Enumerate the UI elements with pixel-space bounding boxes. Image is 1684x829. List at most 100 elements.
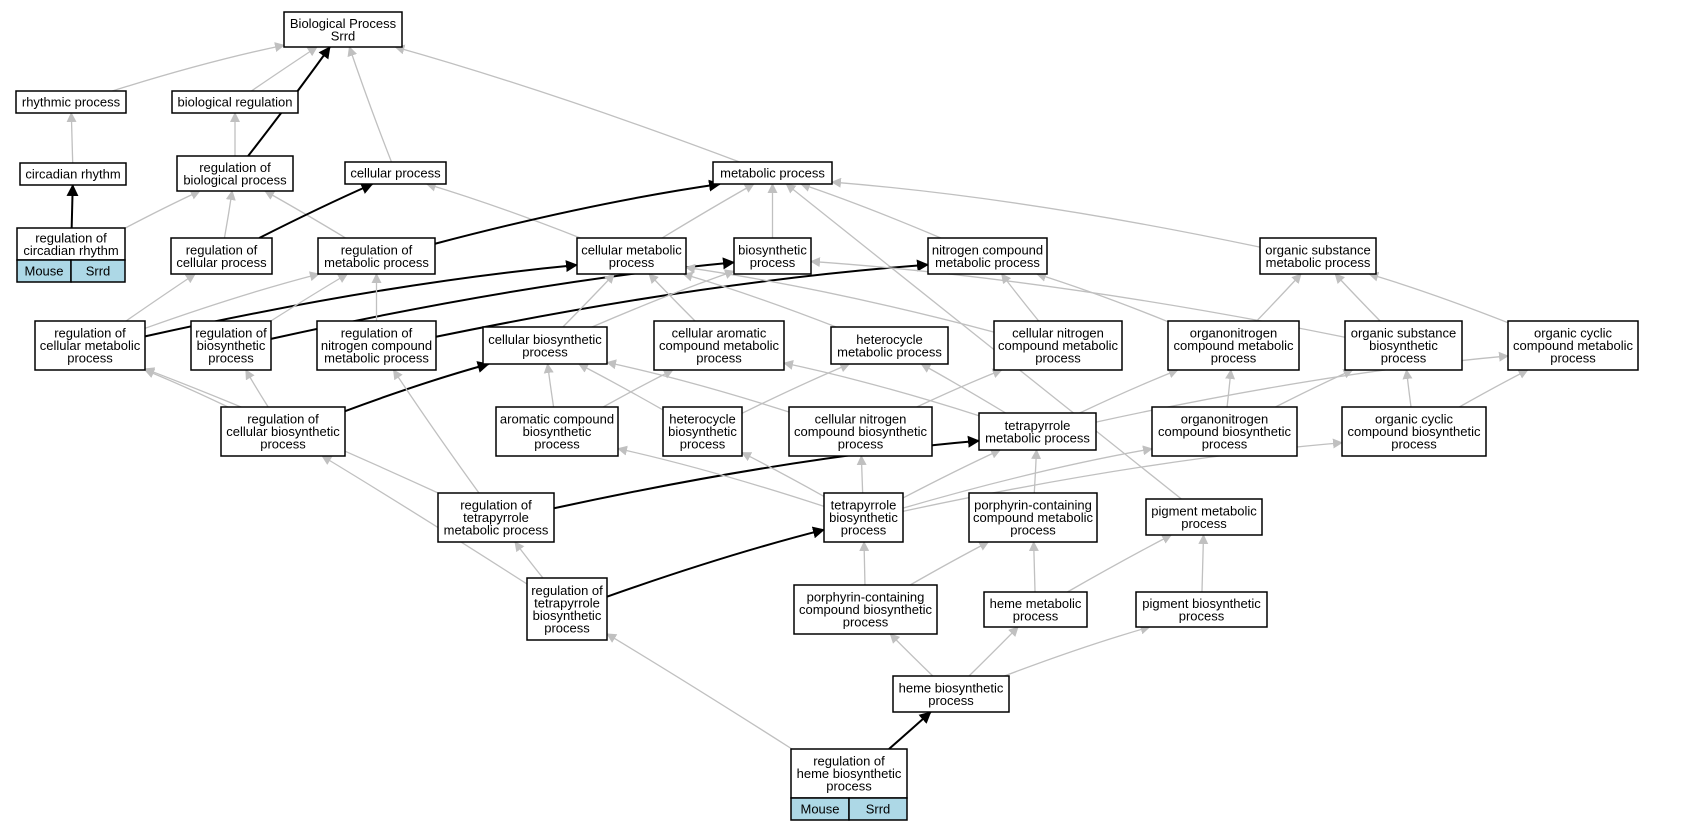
node-box	[437, 492, 555, 543]
edge-hetero_bio-to-hetero_met	[741, 362, 851, 414]
node-label-line: regulation of	[247, 412, 319, 427]
node-label-line: regulation of	[54, 326, 126, 341]
edge-tetra_bio-to-orgnitro_bio	[902, 445, 1153, 509]
node-box	[344, 161, 447, 185]
edge-orgsub_met-to-metproc	[831, 177, 1261, 248]
node-box	[317, 237, 436, 275]
node-label-line: process	[522, 344, 568, 359]
node-cellproc[interactable]: cellular process	[344, 161, 447, 185]
node-label-line: cellular metabolic	[581, 242, 682, 257]
node-label-line: pigment biosynthetic	[1142, 596, 1261, 611]
node-label-line: tetrapyrrole	[831, 498, 897, 513]
node-label-line: process	[1179, 608, 1225, 623]
node-box	[653, 320, 785, 371]
edge-reg_tetra_bio-to-reg_tetra	[514, 541, 544, 579]
edge-tetra_met-to-cell_arom	[783, 360, 980, 417]
edge-heme_met-to-pigment_met	[1067, 534, 1173, 593]
edge-orgnitro_met-to-orgsub_met	[1256, 273, 1302, 322]
node-label-line: process	[1391, 437, 1437, 452]
edge-layer	[66, 42, 1529, 750]
node-label-line: heme metabolic	[990, 596, 1082, 611]
node-box	[190, 320, 272, 371]
node-label-line: tetrapyrrole	[463, 510, 529, 525]
edge-reg_metproc-to-reg_bioproc	[264, 190, 346, 239]
edge-orgnitro_bio-to-orgnitro_met	[1225, 369, 1236, 408]
edge-porph_bio-to-porph_met	[909, 541, 990, 586]
node-metproc[interactable]: metabolic process	[712, 161, 833, 185]
node-label-line: biosynthetic	[829, 510, 898, 525]
node-label-line: process	[1550, 351, 1596, 366]
node-label-line: compound metabolic	[1174, 338, 1294, 353]
node-box	[176, 155, 294, 192]
node-bioreg[interactable]: biological regulation	[171, 90, 299, 114]
node-box	[712, 161, 833, 185]
node-label-line: biosynthetic	[738, 242, 807, 257]
edge-bioreg-to-root	[251, 46, 318, 92]
node-label-line: cellular biosynthetic	[488, 332, 602, 347]
node-label-line: nitrogen compound	[932, 242, 1043, 257]
edge-reg_heme-to-heme_bio	[888, 711, 932, 750]
node-label-line: organonitrogen	[1181, 412, 1268, 427]
edge-porph_bio-to-tetra_bio	[859, 541, 870, 586]
node-rhythmic[interactable]: rhythmic process	[15, 90, 127, 114]
node-label-line: process	[928, 693, 974, 708]
node-box	[978, 412, 1097, 451]
edge-cell_biosyn-to-cellmet	[562, 273, 615, 328]
node-label-line: compound metabolic	[973, 510, 1093, 525]
node-label-line: Biological Process	[290, 16, 397, 31]
node-label-line: rhythmic process	[22, 95, 121, 110]
edge-heme_bio-to-pigment_bio	[1004, 624, 1151, 677]
node-circadian[interactable]: circadian rhythm	[19, 162, 127, 186]
edge-metproc-to-root	[394, 44, 740, 163]
node-box	[1507, 320, 1639, 371]
organism-tag-label: Srrd	[86, 264, 111, 279]
node-label-line: aromatic compound	[500, 412, 614, 427]
node-reg_tetra_bio[interactable]: regulation oftetrapyrrolebiosyntheticpro…	[526, 577, 608, 641]
node-label-line: biosynthetic	[533, 608, 602, 623]
node-label-line: circadian rhythm	[25, 167, 120, 182]
node-label-line: biosynthetic	[1369, 338, 1438, 353]
node-box	[1145, 498, 1263, 536]
node-label-line: regulation of	[531, 583, 603, 598]
edge-cell_nitro-to-nitro_met	[1001, 273, 1040, 322]
node-label-line: regulation of	[186, 242, 258, 257]
edge-cell_nitro-to-cellmet	[685, 263, 995, 333]
node-label-line: metabolic process	[444, 523, 549, 538]
